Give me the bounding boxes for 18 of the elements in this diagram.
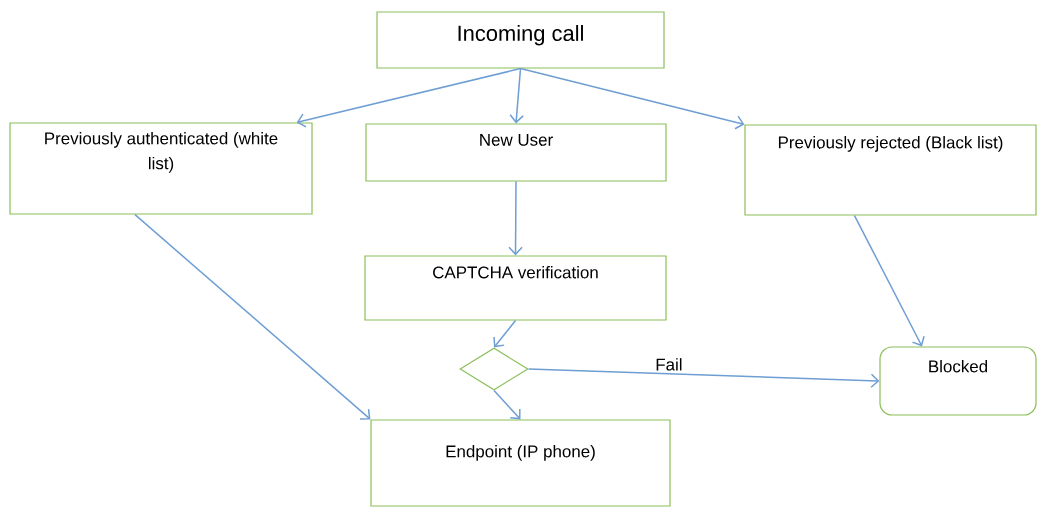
edge-label: Fail bbox=[656, 358, 682, 371]
arrow bbox=[509, 67, 524, 124]
arrow bbox=[493, 319, 517, 348]
process-box: CAPTCHA verification bbox=[364, 255, 667, 321]
decision-diamond bbox=[459, 347, 529, 391]
arrow bbox=[493, 389, 521, 420]
process-box: Previously rejected (Black list) bbox=[744, 124, 1037, 216]
process-box: Previously authenticated (white list) bbox=[9, 122, 313, 215]
arrow bbox=[508, 180, 523, 256]
arrow bbox=[296, 67, 522, 128]
terminal-box: Blocked bbox=[879, 346, 1037, 416]
process-box: Incoming call bbox=[376, 11, 665, 69]
arrow bbox=[527, 368, 880, 388]
process-box: Endpoint (IP phone) bbox=[370, 419, 671, 507]
arrow bbox=[134, 213, 371, 420]
process-box: New User bbox=[365, 123, 667, 182]
arrow bbox=[853, 214, 925, 347]
arrow bbox=[519, 67, 745, 130]
